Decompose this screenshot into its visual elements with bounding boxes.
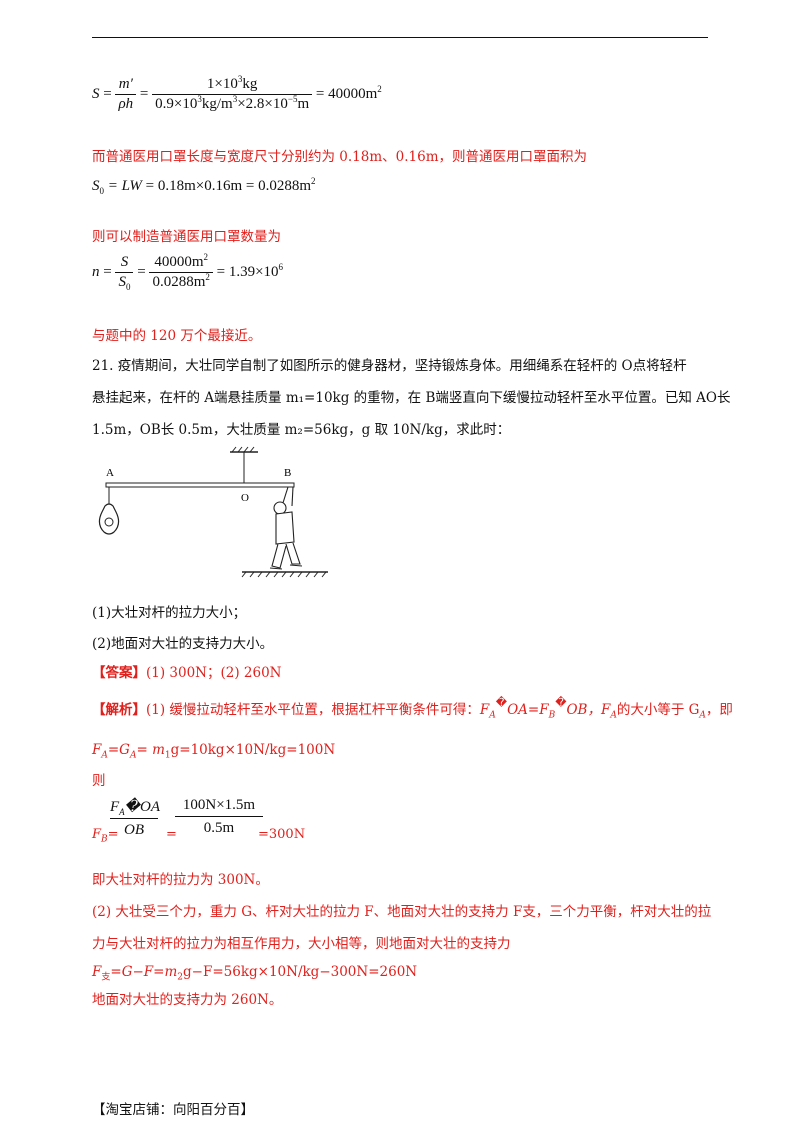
answer-tag: 【答案】	[92, 665, 146, 681]
question-21-line-2: 悬挂起来，在杆的 A端悬挂质量 m₁=10kg 的重物，在 B端竖直向下缓慢拉动…	[92, 390, 731, 406]
equation-area-s0: S0 = LW = 0.18m×0.16m = 0.0288m2	[92, 176, 316, 196]
ground-hatch	[241, 571, 327, 578]
analysis-part2-line-1: (2) 大壮受三个力，重力 G、杆对大壮的拉力 F、地面对大壮的支持力 F支，三…	[92, 904, 712, 920]
label-b: B	[284, 467, 291, 479]
sub-question-2: (2)地面对大壮的支持力大小。	[92, 636, 274, 652]
conclusion-1: 即大壮对杆的拉力为 300N。	[92, 872, 269, 888]
footer-shop-label: 【淘宝店铺：向阳百分百】	[92, 1102, 254, 1118]
fb-lhs: FB=	[92, 827, 119, 845]
fb-mid-eq: =	[166, 827, 177, 842]
weight-bag	[98, 503, 120, 535]
fb-result: =300N	[258, 827, 306, 842]
person-figure	[269, 486, 303, 570]
question-21-line-3: 1.5m，OB长 0.5m，大壮质量 m₂=56kg，g 取 10N/kg，求此…	[92, 422, 511, 438]
label-a: A	[106, 467, 114, 479]
analysis-then: 则	[92, 773, 106, 789]
lever-rod	[105, 482, 295, 488]
label-o: O	[241, 492, 249, 504]
text-mask-dimensions: 而普通医用口罩长度与宽度尺寸分别约为 0.18m、0.16m，则普通医用口罩面积…	[92, 149, 588, 165]
text-closest: 与题中的 120 万个最接近。	[92, 328, 262, 344]
lever-figure: A O B	[98, 446, 328, 578]
answer-line: 【答案】(1) 300N；(2) 260N	[92, 663, 282, 683]
header-rule	[92, 37, 708, 38]
analysis-line-2: FA=GA= m1g=10kg×10N/kg=100N	[92, 742, 336, 761]
analysis-part2-line-2: 力与大壮对杆的拉力为相互作用力，大小相等，则地面对大壮的支持力	[92, 936, 511, 952]
text-mask-count-intro: 则可以制造普通医用口罩数量为	[92, 229, 281, 245]
fraction-fa-oa-ob: FA�OA OB	[110, 799, 161, 838]
analysis-line-1: 【解析】(1) 缓慢拉动轻杆至水平位置，根据杠杆平衡条件可得：FA�OA=FB�…	[92, 696, 733, 721]
question-21-line-1: 21. 疫情期间，大壮同学自制了如图所示的健身器材，坚持锻炼身体。用细绳系在轻杆…	[92, 358, 687, 374]
ceiling-hatch	[231, 446, 255, 453]
weight-bag-knot	[104, 517, 114, 527]
answer-text: (1) 300N；(2) 260N	[146, 665, 282, 681]
conclusion-2: 地面对大壮的支持力为 260N。	[92, 992, 283, 1008]
sub-question-1: (1)大壮对杆的拉力大小；	[92, 605, 247, 621]
equation-area-s: S = m′ρh = 1×103kg 0.9×103kg/m3×2.8×10−5…	[92, 74, 382, 113]
fraction-numeric: 100N×1.5m 0.5m	[175, 797, 263, 837]
analysis-part2-line-3: F支=G−F=m2g−F=56kg×10N/kg−300N=260N	[92, 964, 418, 983]
